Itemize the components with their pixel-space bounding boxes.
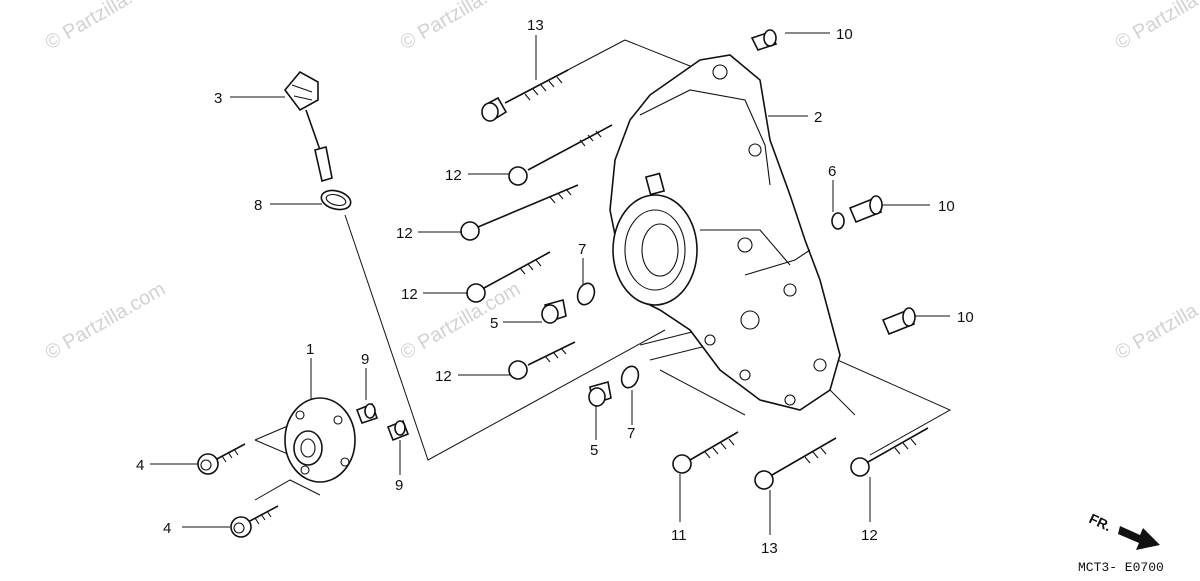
drain-bolts	[541, 282, 640, 407]
dipstick	[283, 70, 333, 183]
guide-lines	[254, 39, 952, 501]
callout-2: 2	[814, 109, 822, 126]
callout-10: 10	[836, 26, 853, 43]
callout-10: 10	[957, 309, 974, 326]
callout-5: 5	[590, 442, 598, 459]
callout-7: 7	[578, 241, 586, 258]
watermark: © Partzilla.com	[42, 278, 170, 364]
callout-13: 13	[527, 17, 544, 34]
dowels-right	[750, 29, 916, 336]
callout-12: 12	[435, 368, 452, 385]
crankcase-cover	[609, 54, 841, 411]
callout-11: 11	[671, 527, 687, 544]
watermark: © Partzilla.com	[42, 0, 170, 54]
callout-12: 12	[445, 167, 462, 184]
diagram-code: MCT3- E0700	[1078, 560, 1164, 575]
cover-bolts-lower	[672, 427, 929, 490]
front-arrow-icon	[1118, 526, 1160, 550]
callout-9: 9	[361, 351, 369, 368]
watermark: © Partzilla.com	[1112, 278, 1200, 364]
callout-3: 3	[214, 90, 222, 107]
callout-7: 7	[627, 425, 635, 442]
callout-5: 5	[490, 315, 498, 332]
rotor-bolts	[197, 443, 279, 538]
callout-8: 8	[254, 197, 262, 214]
callout-10: 10	[938, 198, 955, 215]
callout-1: 1	[306, 341, 314, 358]
callouts: 13 10 3 2 12 6 8 10 12 7 12 5 10 1 9 12 …	[136, 17, 974, 557]
callout-4: 4	[163, 520, 171, 537]
leader-lines	[150, 32, 950, 535]
callout-13: 13	[761, 540, 778, 557]
callout-12: 12	[861, 527, 878, 544]
callout-9: 9	[395, 477, 403, 494]
front-direction-indicator: FR.	[1087, 510, 1160, 550]
watermark: © Partzilla.com	[1112, 0, 1200, 54]
dowel-pins-left	[355, 402, 410, 442]
watermark: © Partzilla.com	[397, 0, 525, 54]
rotor	[284, 397, 356, 483]
callout-4: 4	[136, 457, 144, 474]
front-direction-label: FR.	[1087, 510, 1114, 534]
callout-6: 6	[828, 163, 836, 180]
callout-12: 12	[396, 225, 413, 242]
cover-bolts-left	[460, 69, 613, 380]
callout-12: 12	[401, 286, 418, 303]
o-ring	[320, 189, 352, 211]
